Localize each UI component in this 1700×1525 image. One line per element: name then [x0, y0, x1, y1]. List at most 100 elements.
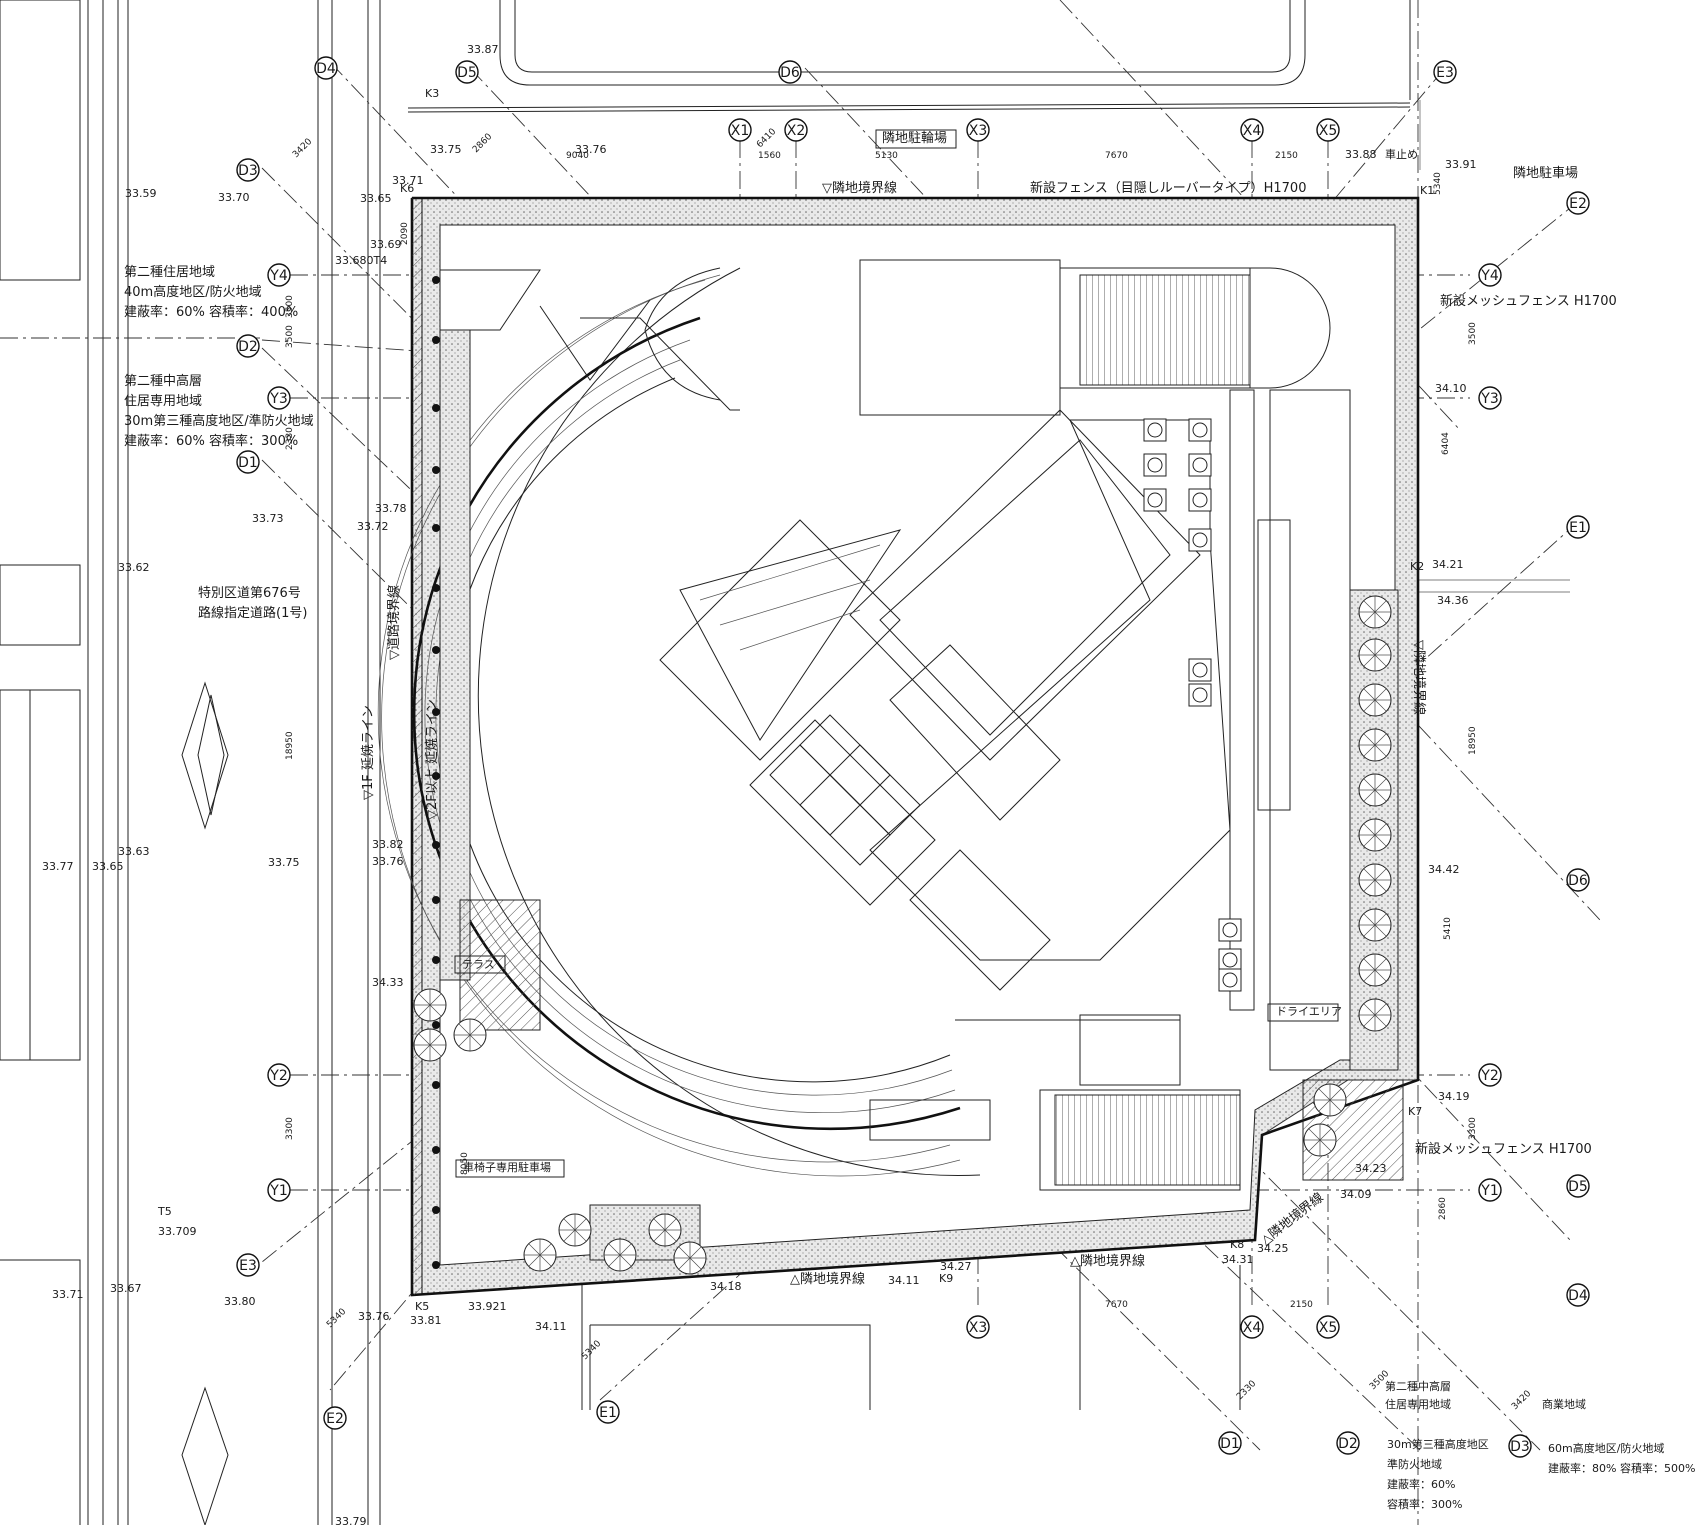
chair	[1188, 658, 1212, 682]
grid-bubble-e-right-0-text: E2	[1569, 196, 1587, 212]
grid-bubble-top-0-text: X1	[731, 123, 750, 139]
zoning-bottom-b-3: 建蔽率：60%	[1387, 1477, 1455, 1491]
elevation-value: 33.70	[218, 191, 250, 204]
grid-bubble-left-0-text: Y4	[269, 268, 288, 284]
zoning-left-upper-2: 40m高度地区/防火地域	[124, 284, 262, 300]
elevation-value: 33.75	[430, 143, 462, 156]
bollard	[432, 336, 440, 344]
tree	[648, 1213, 682, 1247]
grid-bubble-top-diag-1: D5	[455, 60, 479, 84]
tree	[1358, 863, 1392, 897]
grid-bubble-bottom-diag-2-text: E1	[599, 1405, 617, 1421]
zoning-bottom-b-4: 容積率：300%	[1387, 1497, 1462, 1511]
grid-bubble-bottom-1-text: X4	[1243, 1320, 1262, 1336]
grid-bubble-d-left-4-text: D5	[1568, 1179, 1588, 1195]
elevation-value: 34.19	[1438, 1090, 1470, 1103]
elevation-value: 33.65	[360, 192, 392, 205]
elevation-value: 33.76	[358, 1310, 390, 1323]
tree	[1358, 728, 1392, 762]
grid-bubble-top-diag-2: D6	[778, 60, 802, 84]
grid-bubble-d-left-2: D3	[236, 158, 260, 182]
dimension-left: 18950	[285, 731, 295, 760]
zoning-left-lower-2: 住居専用地域	[124, 394, 202, 409]
grid-bubble-e-right-1-text: E1	[1569, 520, 1587, 536]
grid-bubble-d-left-3-text: D4	[1568, 1288, 1588, 1304]
road-boundary-label: ▽道路境界線	[386, 585, 402, 660]
dimension-diagonal: 6410	[755, 127, 778, 150]
grid-bubble-bottom-1: X4	[1240, 1315, 1264, 1339]
line-1f-label: ▽1F 延焼ライン	[361, 705, 376, 800]
elevation-value: 34.10	[1435, 382, 1467, 395]
grid-bubble-top-2: X3	[966, 118, 990, 142]
tree	[1303, 1123, 1337, 1157]
dimension-top: 7670	[1105, 151, 1128, 161]
grid-bubble-bottom-diag-0-text: E3	[239, 1258, 257, 1274]
dimension-diagonal: 2330	[1235, 1379, 1258, 1402]
dry-area	[1229, 389, 1351, 1071]
tree	[603, 1238, 637, 1272]
tree	[1358, 908, 1392, 942]
grid-bubble-top-1-text: X2	[787, 123, 806, 139]
grid-bubble-e-right-0: E2	[1566, 191, 1590, 215]
bottom-boundary-label: △隣地境界線	[790, 1271, 865, 1287]
dimension-bottom: 7670	[1105, 1300, 1128, 1310]
grid-bubble-d-left-4: D5	[1566, 1174, 1590, 1198]
zoning-bottom-a-1: 第二種中高層	[1385, 1379, 1451, 1393]
grid-bubble-top-0: X1	[728, 118, 752, 142]
elevation-value: 33.87	[467, 43, 499, 56]
line-2f-label: ▽2F以上 延焼ライン	[425, 699, 440, 820]
grid-bubble-top-diag-3-text: E3	[1436, 65, 1454, 81]
grid-bubble-bottom-0: X3	[966, 1315, 990, 1339]
grid-bubble-left-1: Y3	[267, 386, 291, 410]
grid-bubble-right-1: Y3	[1478, 386, 1502, 410]
neighbor-bike-label: 隣地駐輪場	[882, 130, 947, 146]
grid-bubble-top-3: X4	[1240, 118, 1264, 142]
bollard	[432, 956, 440, 964]
dimension-left: 2330	[285, 427, 295, 450]
zoning-bottom-b-2: 準防火地域	[1387, 1457, 1442, 1471]
elevation-value: 33.76	[372, 855, 404, 868]
tree	[1358, 998, 1392, 1032]
elevation-value: 34.11	[535, 1320, 567, 1333]
wheelchair-parking-label: 車椅子専用駐車場	[463, 1160, 551, 1174]
grid-bubble-right-2-text: Y2	[1480, 1068, 1498, 1084]
grid-bubble-d-left-0: D1	[236, 450, 260, 474]
grid-bubble-top-diag-0: D4	[314, 56, 338, 80]
elevation-value: 34.25	[1257, 1242, 1289, 1255]
elevation-value: 33.78	[375, 502, 407, 515]
tree	[453, 1018, 487, 1052]
point-k9: K9	[939, 1272, 953, 1285]
bollard	[432, 708, 440, 716]
elevation-value: 34.21	[1432, 558, 1464, 571]
grid-bubble-left-2-text: Y2	[269, 1068, 287, 1084]
grid-bubble-right-0-text: Y4	[1480, 268, 1499, 284]
zoning-bottom-commercial: 商業地域	[1542, 1397, 1586, 1411]
grid-bubble-top-diag-0-text: D4	[316, 61, 336, 77]
bollard	[432, 404, 440, 412]
zoning-left-upper-1: 第二種住居地域	[124, 264, 215, 280]
tree	[1358, 595, 1392, 629]
point-k6: K6	[400, 182, 414, 195]
dimension-right: 3300	[1468, 1117, 1478, 1140]
grid-bubble-bottom-diag-1-text: E2	[326, 1411, 344, 1427]
dimension-diagonal: 5340	[580, 1339, 603, 1362]
tree	[558, 1213, 592, 1247]
zoning-left-lower-4: 建蔽率：60% 容積率：300%	[124, 433, 298, 449]
tree	[413, 988, 447, 1022]
zoning-left-lower-3: 30m第三種高度地区/準防火地域	[124, 413, 314, 429]
grid-bubble-d-left-2-text: D3	[238, 163, 258, 179]
grid-bubble-top-diag-1-text: D5	[457, 65, 477, 81]
dimension-right: 5340	[1433, 172, 1443, 195]
terrace-label: テラス	[462, 958, 495, 971]
chair	[1218, 918, 1242, 942]
elevation-value: 33.73	[252, 512, 284, 525]
dimension-right: 5410	[1443, 917, 1453, 940]
top-boundary-label: ▽隣地境界線	[822, 180, 897, 196]
elevation-value: 33.65	[92, 860, 124, 873]
zoning-bottom-c-1: 60m高度地区/防火地域	[1548, 1441, 1664, 1455]
grid-bubble-left-3-text: Y1	[269, 1183, 287, 1199]
tree	[673, 1241, 707, 1275]
